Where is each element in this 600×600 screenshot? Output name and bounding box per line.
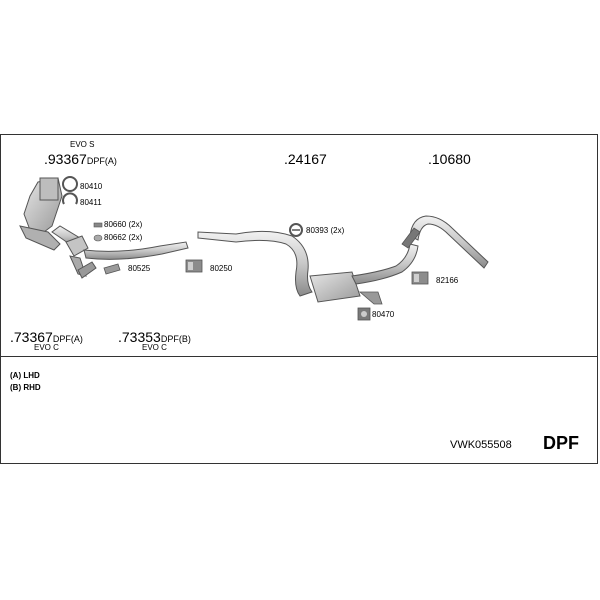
part-10680: .10680 xyxy=(428,152,471,166)
label-80250: 80250 xyxy=(210,264,233,273)
ring-80411[interactable] xyxy=(62,192,78,205)
part-93367: .93367DPF(A) xyxy=(44,152,117,166)
ring-80410[interactable] xyxy=(62,176,78,192)
kit-type: DPF xyxy=(543,433,579,453)
hanger-80525[interactable] xyxy=(103,263,121,275)
legend-rhd: (B) RHD xyxy=(10,383,41,392)
part-73353-suffix: DPF(B) xyxy=(160,334,191,344)
rubber-82166[interactable] xyxy=(411,271,429,285)
label-80411: 80411 xyxy=(80,198,102,207)
label-80410: 80410 xyxy=(80,182,103,191)
part-93367-number: .93367 xyxy=(44,151,87,167)
label-80660: 80660 (2x) xyxy=(104,220,143,229)
section-divider xyxy=(0,356,598,357)
part-73367-variant: EVO C xyxy=(34,343,59,352)
legend-lhd: (A) LHD xyxy=(10,371,40,380)
bolt-80660[interactable] xyxy=(93,222,103,228)
label-82166: 82166 xyxy=(436,276,459,285)
part-10680-number: .10680 xyxy=(428,151,471,167)
label-80525: 80525 xyxy=(128,264,151,273)
part-73367-suffix: DPF(A) xyxy=(52,334,83,344)
part-73367-number: .73367 xyxy=(10,329,53,345)
part-73367: .73367DPF(A) xyxy=(10,330,83,344)
part-24167: .24167 xyxy=(284,152,327,166)
rear-muffler[interactable] xyxy=(309,215,489,305)
mount-80250[interactable] xyxy=(185,259,203,273)
label-80393: 80393 (2x) xyxy=(306,226,345,235)
label-80662: 80662 (2x) xyxy=(104,233,143,242)
nut-80662[interactable] xyxy=(93,234,103,242)
part-93367-suffix: DPF(A) xyxy=(86,156,117,166)
diagram-frame xyxy=(0,134,598,464)
part-24167-number: .24167 xyxy=(284,151,327,167)
clamp-80393[interactable] xyxy=(289,223,303,237)
kit-code: VWK055508 xyxy=(450,439,512,451)
center-pipe[interactable] xyxy=(197,230,313,297)
part-73353-variant: EVO C xyxy=(142,343,167,352)
dpf-catalyst[interactable] xyxy=(19,177,189,279)
rubber-80470[interactable] xyxy=(357,307,371,321)
label-80470: 80470 xyxy=(372,310,395,319)
header-tag: EVO S xyxy=(70,140,95,149)
part-73353-number: .73353 xyxy=(118,329,161,345)
part-73353: .73353DPF(B) xyxy=(118,330,191,344)
